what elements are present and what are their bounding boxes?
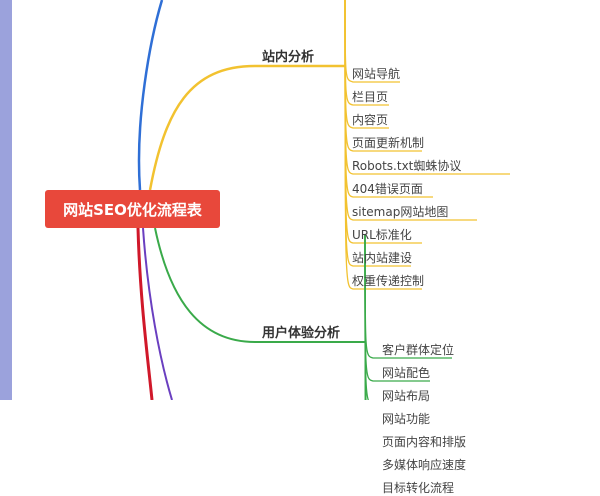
leaf-node[interactable]: 目标转化流程 — [382, 481, 455, 495]
branch-line-site-analysis — [148, 64, 345, 191]
branch-line-user-experience — [154, 227, 365, 343]
leaf-node[interactable]: 站内站建设 — [352, 251, 413, 265]
branch-line-red — [136, 227, 154, 400]
leaf-node[interactable]: 页面更新机制 — [352, 136, 425, 150]
leaf-node[interactable]: 多媒体响应速度 — [382, 458, 467, 472]
leaf-node[interactable]: 客户群体定位 — [382, 343, 455, 357]
leaf-node[interactable]: 网站配色 — [382, 366, 431, 380]
leaf-node[interactable]: Robots.txt蜘蛛协议 — [352, 159, 462, 173]
branch-site-analysis[interactable]: 站内分析 — [262, 50, 315, 65]
leaf-node[interactable]: 网站功能 — [382, 412, 431, 426]
left-border — [0, 0, 12, 400]
branch-line-blue — [137, 0, 164, 191]
mindmap-connectors — [136, 0, 510, 400]
root-node[interactable]: 网站SEO优化流程表 — [45, 190, 220, 228]
leaf-connector — [364, 233, 366, 400]
leaf-node[interactable]: 栏目页 — [352, 90, 389, 104]
leaf-node[interactable]: 网站导航 — [352, 67, 401, 81]
leaf-connector — [344, 0, 389, 129]
leaf-node[interactable]: 页面内容和排版 — [382, 435, 467, 449]
leaf-node[interactable]: 网站布局 — [382, 389, 431, 403]
branch-user-experience[interactable]: 用户体验分析 — [262, 326, 341, 341]
leaf-node[interactable]: 内容页 — [352, 113, 389, 127]
branch-line-purple — [142, 227, 173, 400]
leaf-node[interactable]: sitemap网站地图 — [352, 205, 449, 219]
leaf-node[interactable]: 404错误页面 — [352, 182, 423, 196]
leaf-node[interactable]: URL标准化 — [352, 228, 412, 242]
leaf-node[interactable]: 权重传递控制 — [352, 274, 425, 288]
leaf-connector — [344, 0, 422, 290]
